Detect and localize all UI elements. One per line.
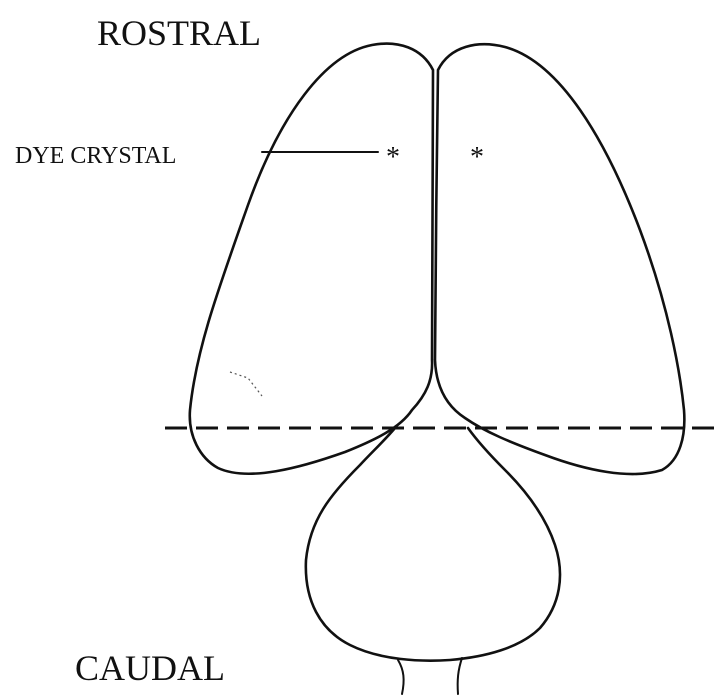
speck-marks [230, 372, 262, 396]
left-hemisphere [190, 44, 433, 474]
right-hemisphere [435, 44, 684, 474]
cerebellum [306, 428, 560, 661]
dye-crystal-marker-left: * [386, 142, 400, 173]
dye-crystal-marker-right: * [470, 142, 484, 173]
brainstem-left [398, 660, 404, 694]
brainstem-right [458, 658, 462, 694]
dye-crystal-label: DYE CRYSTAL [15, 143, 176, 169]
caudal-label: CAUDAL [75, 648, 225, 688]
rostral-label: ROSTRAL [97, 13, 261, 53]
